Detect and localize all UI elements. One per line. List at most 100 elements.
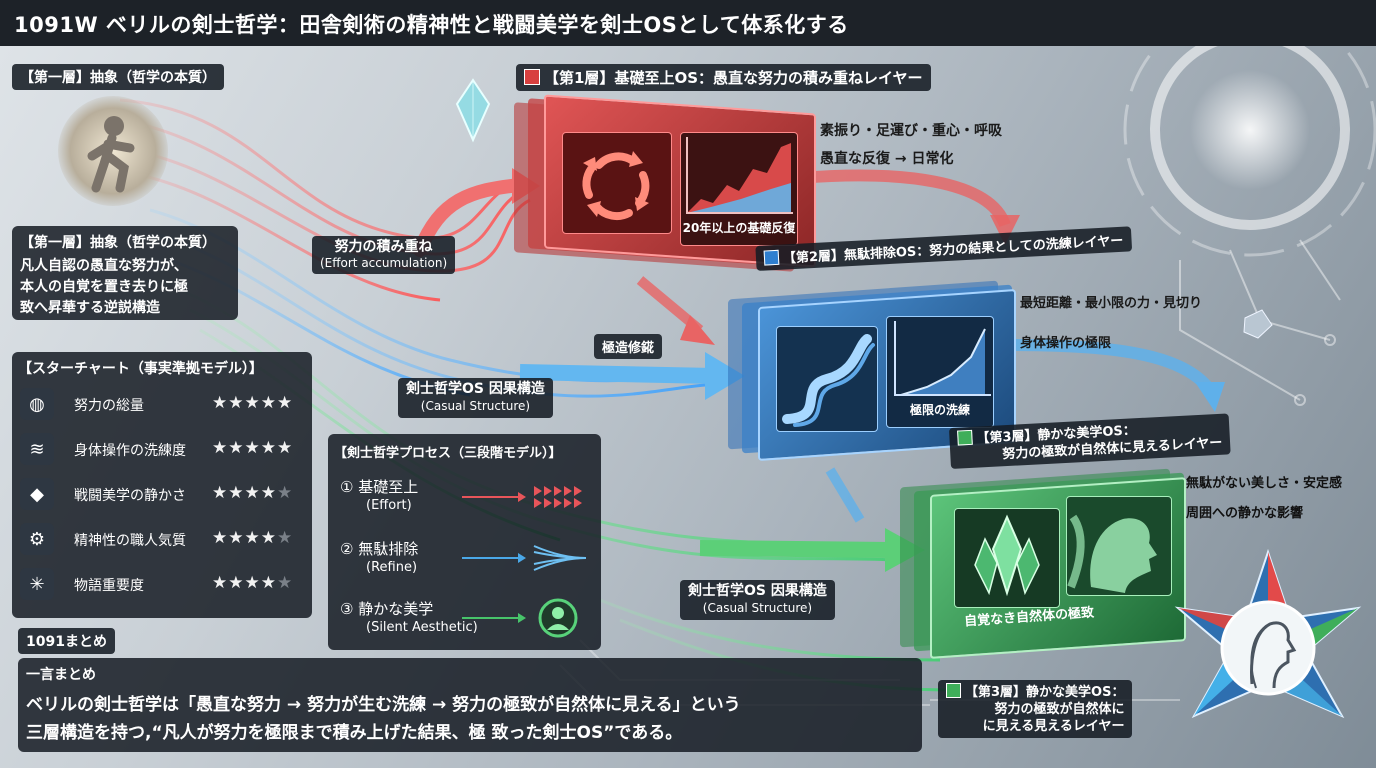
star-chart-panel: 【スターチャート（事実準拠モデル）】	[12, 352, 312, 618]
star-filled-icon: ★	[228, 483, 245, 503]
layer3-note-2: 周囲への静かな影響	[1186, 506, 1304, 521]
summary-panel: 一言まとめ ベリルの剣士哲学は「愚直な努力 → 努力が生む洗練 → 努力の極致が…	[18, 658, 922, 752]
star-filled-icon: ★	[260, 438, 277, 458]
star-filled-icon: ★	[228, 393, 245, 413]
layer2-screen-caption: 極限の洗練	[909, 403, 970, 417]
layer3-bottom-line-3: に見える見えるレイヤー	[982, 719, 1125, 734]
star-filled-icon: ★	[260, 393, 277, 413]
abstraction-line-2: 本人の自覚を置き去りに極	[20, 279, 188, 295]
layer3-bottom-line-1: 【第3層】静かな美学OS：	[965, 685, 1125, 700]
layer1-graph-screen: 20年以上の基礎反復	[680, 132, 798, 246]
process-step-1: ① 基礎至上 (Effort)	[340, 476, 595, 532]
cube-ornament	[1243, 309, 1273, 339]
layer1-cycle-screen	[562, 132, 672, 234]
star-empty-icon: ★	[277, 483, 294, 503]
star-rating: ★★★★★	[212, 528, 293, 548]
layer1-screen-caption: 20年以上の基礎反復	[682, 221, 796, 235]
star-rating: ★★★★★	[212, 438, 293, 458]
star-filled-icon: ★	[212, 393, 229, 413]
star-chart-title: 【スターチャート（事実準拠モデル）】	[18, 361, 263, 377]
layer2-note-1: 最短距離・最小限の力・見切り	[1020, 296, 1203, 311]
layer2-note-2: 身体操作の極限	[1020, 336, 1112, 351]
process-step-en: (Silent Aesthetic)	[366, 620, 478, 635]
process-step-label: ① 基礎至上	[340, 478, 419, 496]
layer2-graph-screen: 極限の洗練	[886, 316, 994, 428]
star-filled-icon: ★	[228, 438, 245, 458]
blue-arrow	[519, 364, 716, 384]
process-step-label: ③ 静かな美学	[340, 600, 434, 618]
causal-label-2-en: (Casual Structure)	[702, 601, 813, 615]
layer3-profile-screen	[1066, 496, 1172, 596]
layer3-note-1: 無駄がない美しさ・安定感	[1186, 476, 1343, 491]
green-arrow	[699, 540, 896, 558]
summary-line-1: ベリルの剣士哲学は「愚直な努力 → 努力が生む洗練 → 努力の極致が自然体に見え…	[26, 695, 741, 715]
star-filled-icon: ★	[260, 483, 277, 503]
star-filled-icon: ★	[260, 528, 277, 548]
abstraction-tag: 【第一層】抽象（哲学の本質）	[12, 64, 224, 90]
abstraction-panel: 【第一層】抽象（哲学の本質） 凡人自認の愚直な努力が、 本人の自覚を置き去りに極…	[12, 226, 238, 320]
layer1-note-1: 素振り・足運び・重心・呼吸	[820, 123, 1002, 139]
star-filled-icon: ★	[244, 393, 261, 413]
star-filled-icon: ★	[212, 438, 229, 458]
causal-label-2: 剣士哲学OS 因果構造 (Casual Structure)	[680, 580, 835, 620]
star-filled-icon: ★	[228, 528, 245, 548]
layer2-marker	[763, 249, 780, 266]
star-row: ◍努力の総量★★★★★	[16, 386, 306, 422]
gear-hands-icon: ⚙	[20, 523, 54, 555]
layer3-marker	[957, 429, 973, 446]
star-row-name: 努力の総量	[74, 398, 144, 414]
network-icon: ✳	[20, 568, 54, 600]
star-filled-icon: ★	[277, 438, 294, 458]
winding-path-icon	[782, 334, 875, 427]
abstraction-line-1: 凡人自認の愚直な努力が、	[20, 258, 188, 274]
crystal-ornament	[455, 78, 491, 143]
star-filled-icon: ★	[212, 573, 229, 593]
layer2-path-screen	[776, 326, 878, 432]
causal-label-2-jp: 剣士哲学OS 因果構造	[688, 583, 827, 599]
abstraction-heading: 【第一層】抽象（哲学の本質）	[20, 235, 216, 251]
layer3-crystal-screen	[954, 508, 1060, 608]
speed-lines-icon: ≋	[20, 433, 54, 465]
face-profile-icon	[1067, 514, 1157, 593]
star-row-name: 戦闘美学の静かさ	[74, 488, 186, 504]
process-step-3: ③ 静かな美学 (Silent Aesthetic)	[340, 598, 595, 654]
red-arrow	[413, 178, 527, 257]
causal-label-1-jp: 剣士哲学OS 因果構造	[406, 381, 545, 397]
header-bar: 1091W ベリルの剣士哲学：田舎剣術の精神性と戦闘美学を剣士OSとして体系化す…	[0, 0, 1376, 46]
summary-sub: 一言まとめ	[26, 667, 96, 683]
stones-icon: ◍	[20, 388, 54, 420]
causal-label-1-en: (Casual Structure)	[420, 399, 531, 413]
layer1-marker	[524, 69, 540, 85]
star-filled-icon: ★	[244, 573, 261, 593]
star-filled-icon: ★	[244, 483, 261, 503]
refine-graph-icon	[894, 321, 991, 396]
process-step-2: ② 無駄排除 (Refine)	[340, 538, 595, 594]
star-filled-icon: ★	[244, 528, 261, 548]
effort-label: 努力の積み重ね (Effort accumulation)	[312, 236, 456, 274]
summary-tag: 1091まとめ	[18, 628, 115, 654]
star-rating: ★★★★★	[212, 483, 293, 503]
star-emblem-icon	[1174, 548, 1362, 719]
growth-graph-icon	[686, 137, 793, 214]
star-row: ✳物語重要度★★★★★	[16, 566, 306, 602]
star-empty-icon: ★	[277, 528, 294, 548]
causal-label-1: 剣士哲学OS 因果構造 (Casual Structure)	[398, 378, 553, 418]
layer3-bottom-marker	[946, 683, 961, 698]
effort-label-jp: 努力の積み重ね	[334, 239, 433, 255]
layer1-title-text: 【第1層】基礎至上OS：愚直な努力の積み重ねレイヤー	[544, 69, 923, 87]
effort-label-en: (Effort accumulation)	[320, 256, 448, 270]
star-row-name: 身体操作の洗練度	[74, 443, 186, 459]
star-filled-icon: ★	[244, 438, 261, 458]
layer3-bottom-line-2: 努力の極致が自然体に	[994, 702, 1125, 717]
process-step-en: (Effort)	[366, 498, 412, 513]
page-title: 1091W ベリルの剣士哲学：田舎剣術の精神性と戦闘美学を剣士OSとして体系化す…	[14, 13, 849, 37]
cycle-arrows-icon	[582, 151, 650, 221]
silent-person-icon	[462, 598, 578, 638]
crystal-icon: ◆	[20, 478, 54, 510]
star-row: ≋身体操作の洗練度★★★★★	[16, 431, 306, 467]
process-step-en: (Refine)	[366, 560, 418, 575]
star-filled-icon: ★	[260, 573, 277, 593]
layer1-note-2: 愚直な反復 → 日常化	[820, 151, 954, 167]
star-empty-icon: ★	[277, 573, 294, 593]
star-filled-icon: ★	[228, 573, 245, 593]
